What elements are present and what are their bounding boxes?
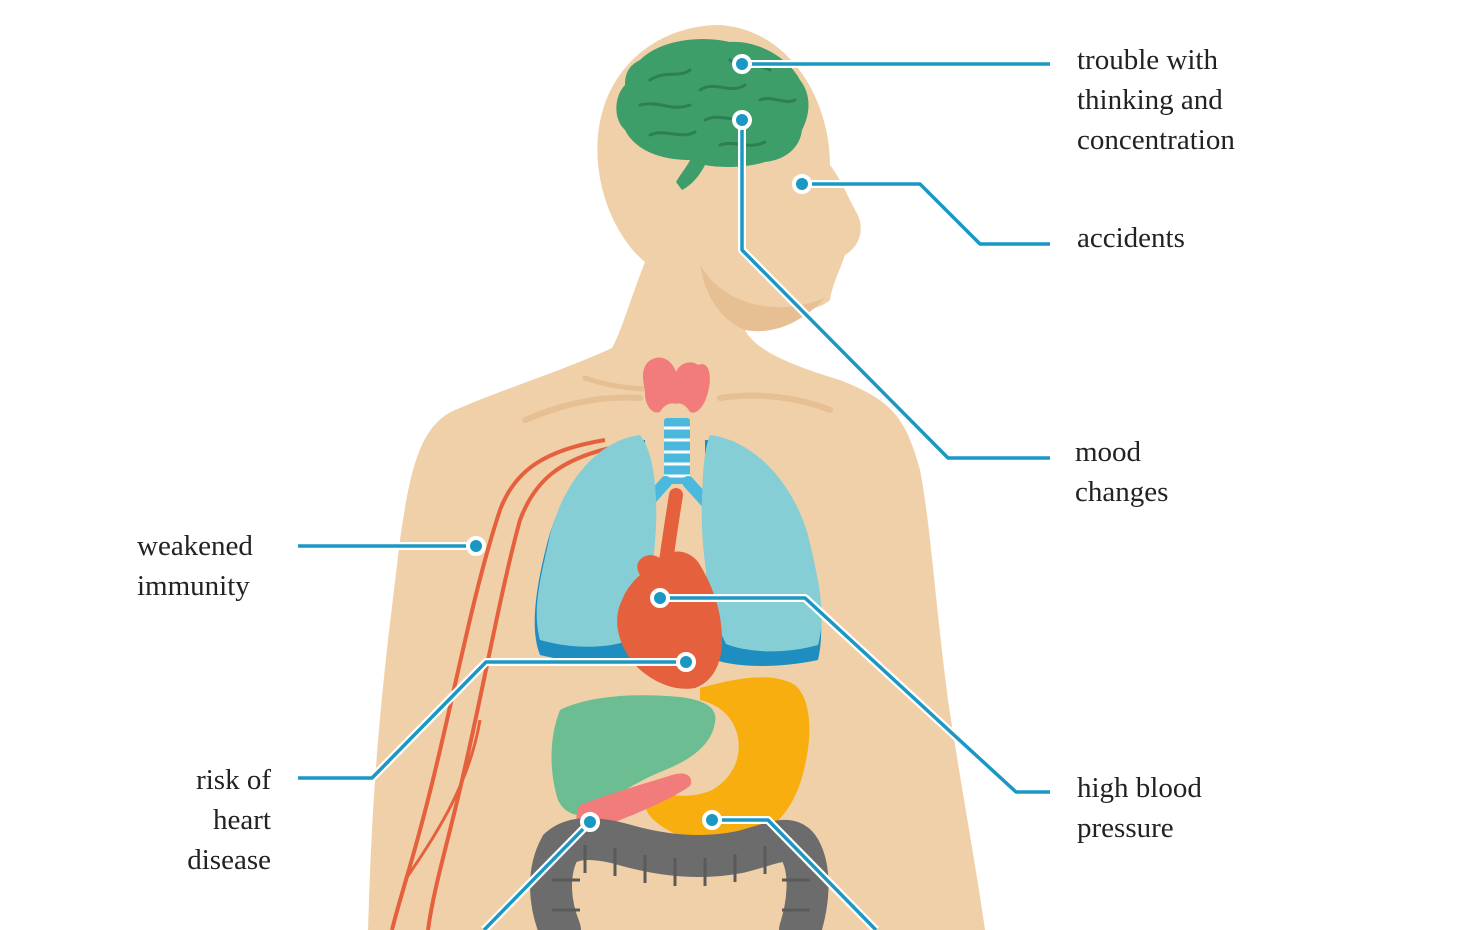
- leader-stomach-core: [712, 818, 878, 930]
- label-heart-disease-line-2: heart: [213, 804, 271, 836]
- label-blood-pressure: high blood pressure: [1077, 768, 1202, 848]
- stomach-shape: [644, 677, 810, 844]
- dot-heart-top: [650, 588, 670, 608]
- dot-heart-bottom: [676, 652, 696, 672]
- liver-shape: [551, 695, 716, 816]
- label-immunity: weakened immunity: [137, 526, 253, 606]
- leader-pancreas-core: [482, 820, 592, 930]
- vessel-3: [403, 719, 482, 881]
- vessel-2: [426, 446, 611, 930]
- label-thinking-line-2: thinking and: [1077, 84, 1223, 116]
- dot-pancreas: [580, 812, 600, 832]
- label-accidents-line-1: accidents: [1077, 222, 1185, 254]
- label-heart-disease: risk of heart disease: [187, 760, 271, 880]
- label-heart-disease-line-3: disease: [187, 844, 271, 876]
- dot-stomach: [702, 810, 722, 830]
- leader-lines: [298, 60, 1050, 930]
- brain: [616, 39, 809, 190]
- dot-brain-top: [732, 54, 752, 74]
- dot-brain-mid: [732, 110, 752, 130]
- label-blood-pressure-line-1: high blood: [1077, 772, 1202, 804]
- leader-blood-pressure-core: [660, 596, 1050, 794]
- label-thinking-line-1: trouble with: [1077, 44, 1218, 76]
- leader-mood-core: [740, 120, 1050, 460]
- colon-ridges: [552, 845, 810, 912]
- label-heart-disease-line-1: risk of: [196, 764, 271, 796]
- label-mood: mood changes: [1075, 432, 1168, 512]
- label-thinking: trouble with thinking and concentration: [1077, 40, 1235, 160]
- heart: [617, 488, 722, 689]
- dot-vessel: [466, 536, 486, 556]
- brain-shape: [616, 39, 809, 190]
- leader-accidents-core: [802, 182, 1050, 246]
- leader-heart-disease-core: [298, 660, 686, 780]
- label-mood-line-2: changes: [1075, 476, 1169, 508]
- neck-shadow: [700, 265, 825, 332]
- clavicle-right: [717, 392, 833, 413]
- label-immunity-line-2: immunity: [137, 570, 250, 602]
- dot-eye: [792, 174, 812, 194]
- heart-shape: [617, 551, 722, 689]
- leader-dots: [466, 54, 812, 832]
- trachea-rings: [664, 426, 690, 478]
- label-thinking-line-3: concentration: [1077, 124, 1235, 156]
- stomach: [644, 677, 810, 844]
- label-accidents: accidents: [1077, 218, 1185, 258]
- label-mood-line-1: mood: [1075, 436, 1142, 468]
- clavicle-left: [522, 394, 643, 423]
- thyroid: [643, 357, 710, 413]
- arm-vessels: [390, 438, 611, 930]
- liver: [551, 695, 716, 816]
- thyroid-shape: [643, 357, 710, 413]
- label-immunity-line-1: weakened: [137, 530, 253, 562]
- label-blood-pressure-line-2: pressure: [1077, 812, 1174, 844]
